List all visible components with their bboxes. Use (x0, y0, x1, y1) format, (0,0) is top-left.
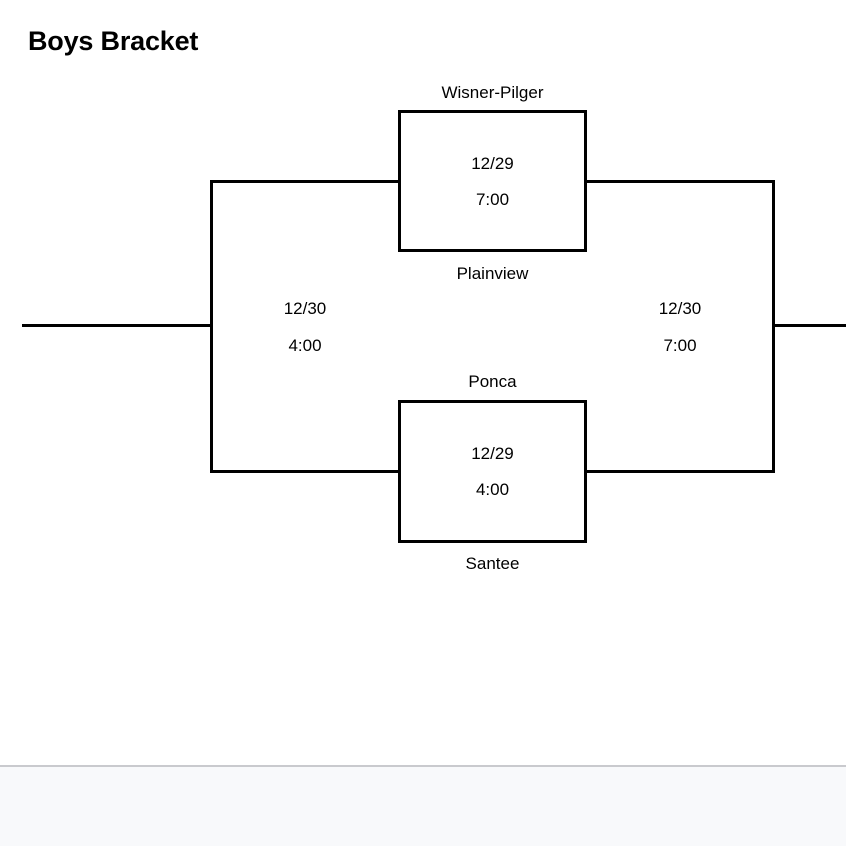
center-left-time: 4:00 (288, 336, 322, 355)
game-time-upper: 7:00 (475, 189, 510, 209)
team-label-ponca: Ponca (468, 372, 517, 391)
game-box-upper-semifinal[interactable]: 12/29 7:00 (398, 110, 587, 252)
team-label-santee: Santee (465, 554, 520, 573)
footer-area (0, 767, 846, 846)
game-date-upper: 12/29 (471, 153, 514, 173)
center-slot-right[interactable]: 12/30 7:00 (605, 300, 755, 354)
footer-divider (0, 765, 846, 767)
center-right-time: 7:00 (663, 336, 697, 355)
team-label-wisner-pilger: Wisner-Pilger (441, 83, 544, 102)
bracket-connector-lines (22, 180, 846, 473)
center-slot-left[interactable]: 12/30 4:00 (230, 300, 380, 354)
game-time-lower: 4:00 (475, 480, 510, 499)
page-title: Boys Bracket (28, 26, 199, 56)
center-left-date: 12/30 (283, 299, 327, 318)
game-date-lower: 12/29 (471, 444, 514, 463)
game-box-lower-semifinal[interactable]: 12/29 4:00 (398, 400, 587, 543)
center-right-date: 12/30 (658, 299, 702, 318)
team-label-plainview: Plainview (456, 264, 529, 283)
